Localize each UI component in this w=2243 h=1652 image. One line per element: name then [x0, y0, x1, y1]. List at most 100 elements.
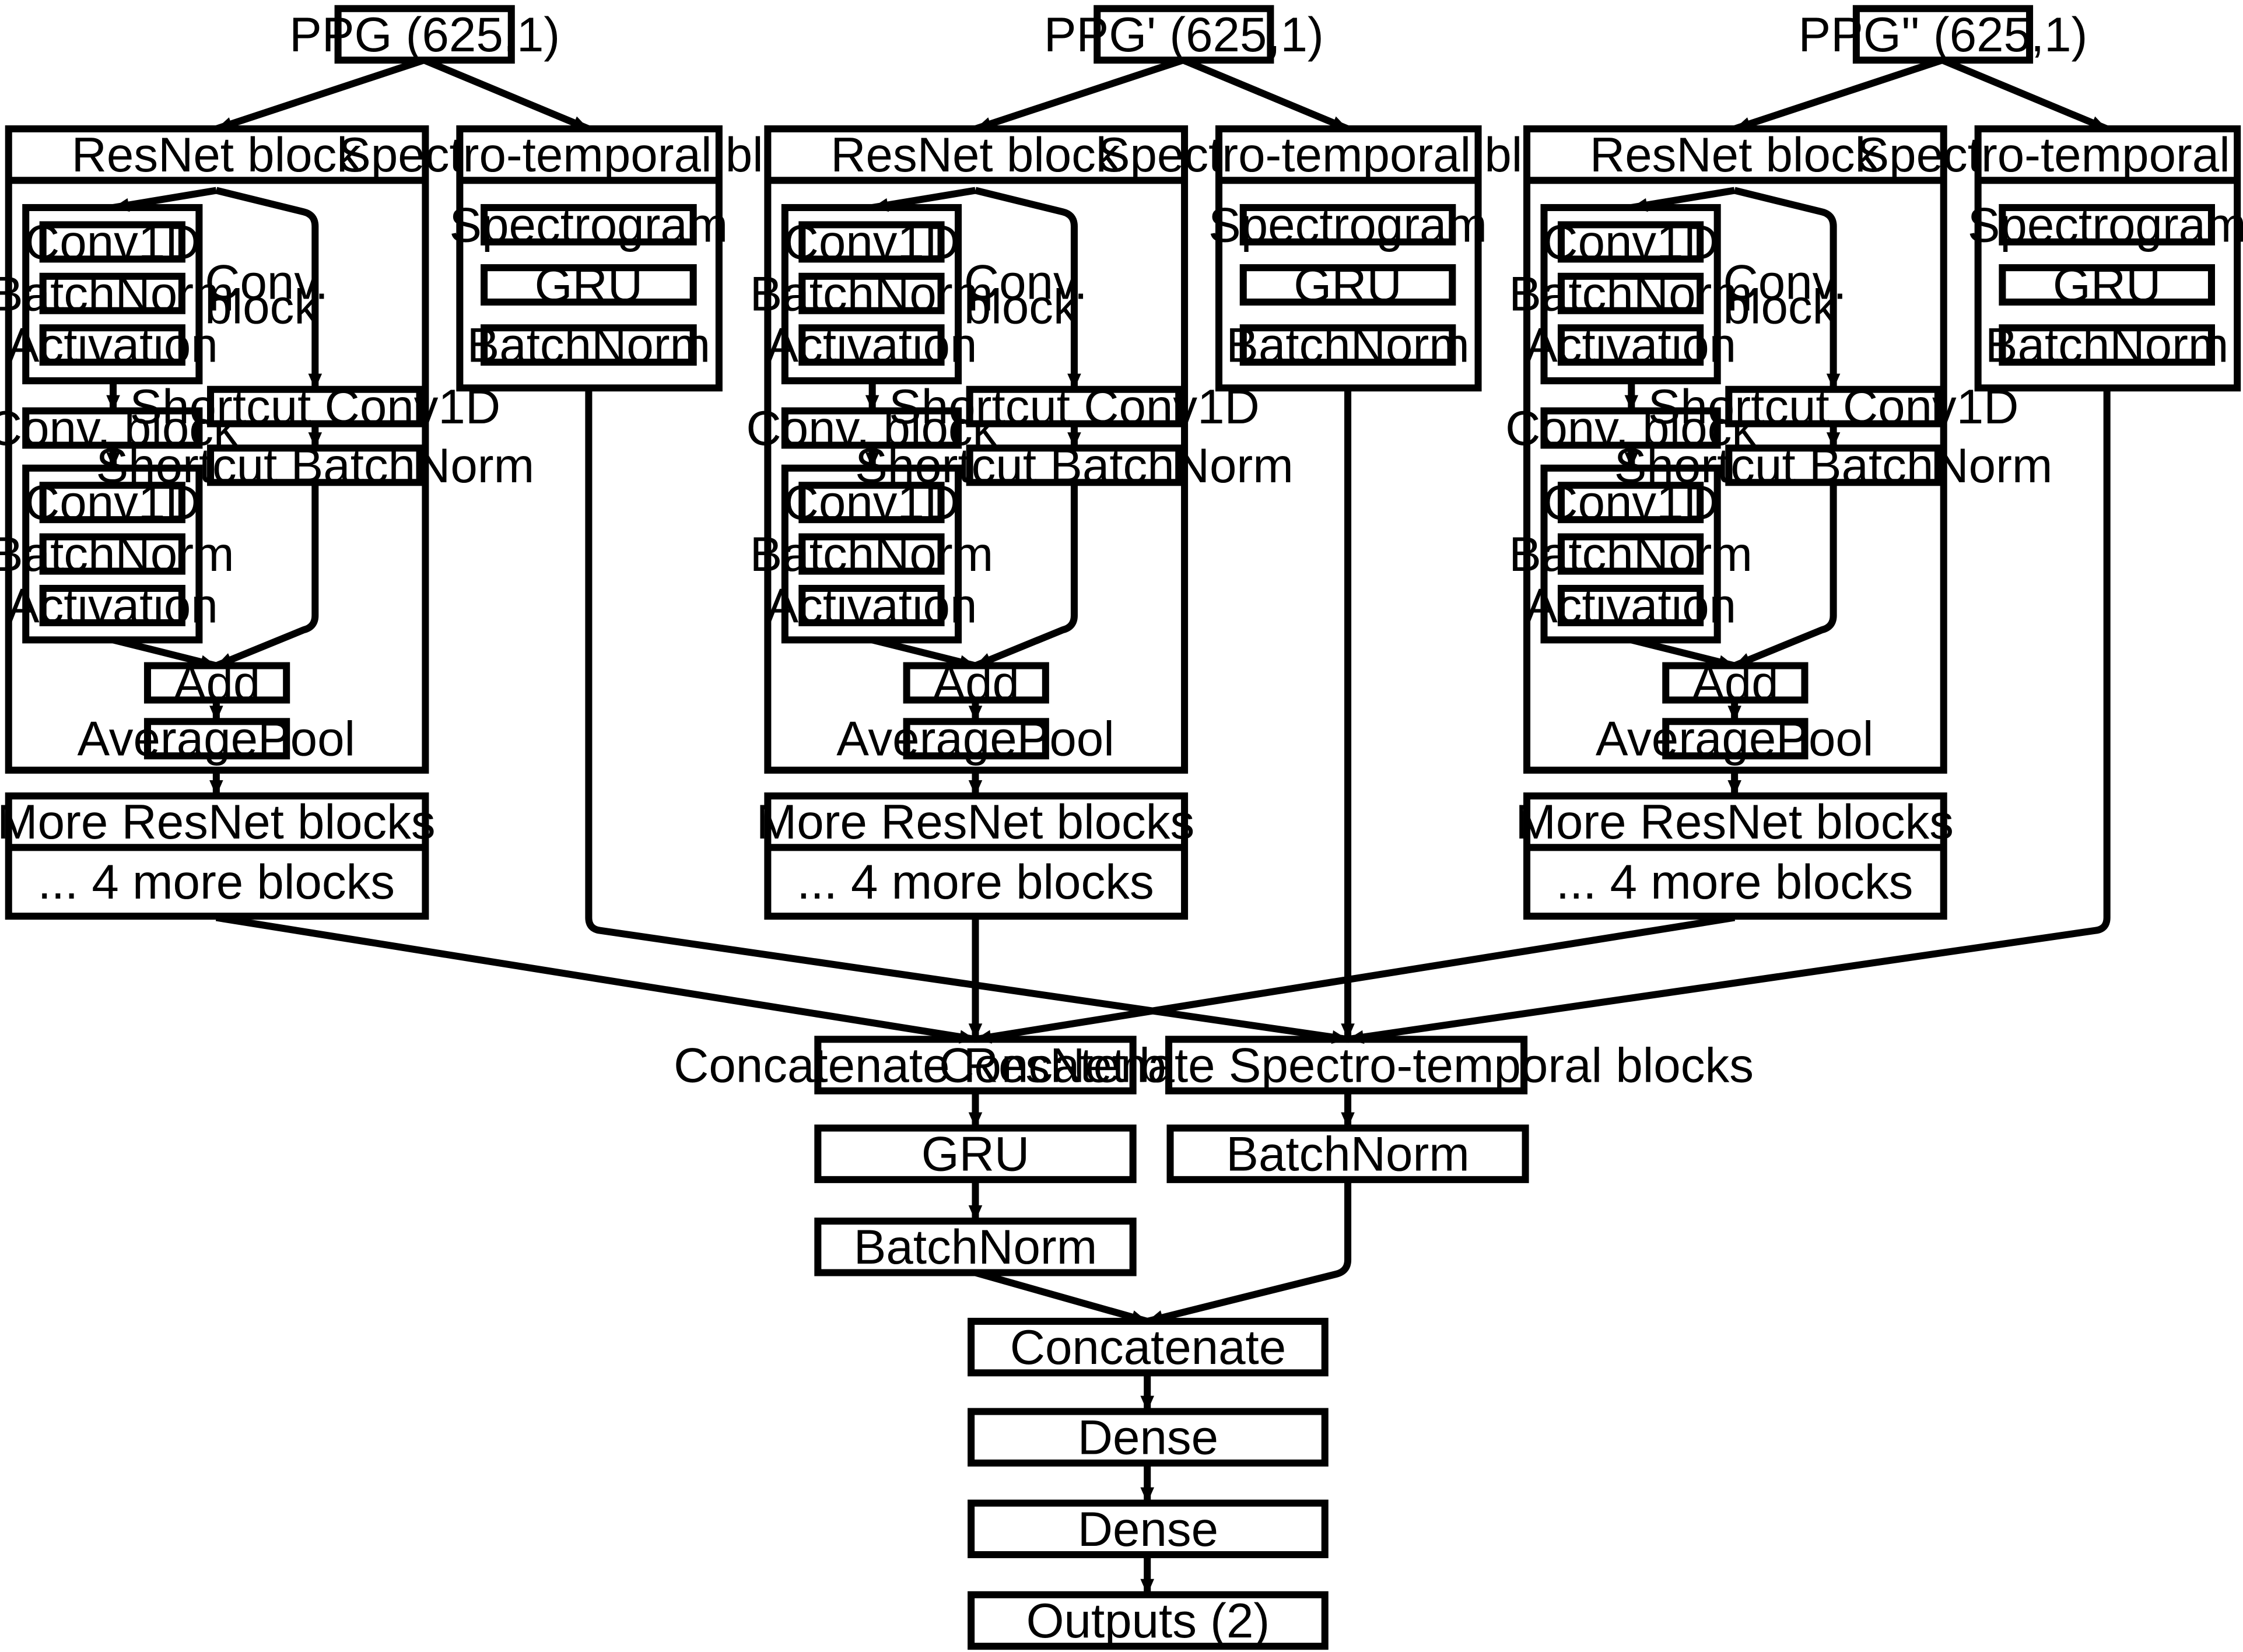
branch-1-edge-title-conv — [113, 187, 217, 211]
branch-1-edge-title-conv-head — [113, 198, 130, 212]
branch-2-conv-block-note-2: block — [964, 279, 1078, 334]
branch-2-input — [1094, 5, 1274, 64]
branch-1-edge-input-resnet — [215, 57, 425, 132]
branch-2-edge-title-shortcut-head — [1067, 373, 1081, 390]
branch-3-edge-shortbn-add-head — [1734, 653, 1752, 666]
branch-2-activation-1 — [798, 324, 945, 366]
concat-spectro-blocks-label: Concatenate Spectro-temporal blocks — [939, 1037, 1754, 1092]
branch-2-spectro-title: Spectro-temporal block — [1098, 127, 1599, 182]
branch-2-batchnorm-1 — [798, 272, 945, 314]
edge-spectro3-concat — [1347, 388, 2111, 1043]
branch-3-conv1d-2 — [1557, 482, 1704, 524]
branch-3-edge-group1-convblock-head — [1624, 395, 1639, 411]
branch-2-spectro-gru — [1239, 264, 1456, 306]
branch-1-edge-input-spectro-head — [571, 116, 589, 129]
branch-1-edge-input-resnet-head — [216, 117, 234, 131]
branch-1-activation-2 — [39, 584, 185, 626]
dense-1 — [968, 1408, 1329, 1467]
branch-1-conv-block-note-2: block — [205, 279, 318, 334]
branch-1-spectrogram-label: Spectrogram — [449, 197, 728, 252]
edge-spectro1-concat — [585, 388, 1348, 1043]
branch-2-edge-title-conv-head — [872, 198, 889, 212]
branch-1-activation-1-label: Activation — [7, 318, 218, 373]
branch-3-edge-title-conv — [1631, 187, 1736, 211]
branch-1-edge-add-pool-head — [209, 706, 223, 722]
branch-3-spectro-gru — [1999, 264, 2215, 306]
branch-3-edge-title-conv-head — [1631, 198, 1648, 212]
branch-1-edge-shortbn-add — [215, 482, 319, 669]
branch-3-edge-group2-add — [1630, 636, 1736, 669]
branch-3-spectrogram-label: Spectrogram — [1968, 197, 2243, 252]
concat-resnet-blocks — [814, 1036, 1137, 1095]
merge-gru-label: GRU — [921, 1127, 1030, 1181]
edge-concatspec-bn-head — [1341, 1112, 1355, 1128]
branch-2-spectro-gru-label: GRU — [1294, 258, 1402, 313]
branch-3-batchnorm-1-label: BatchNorm — [1509, 266, 1753, 321]
branch-1-edge-title-shortcut-head — [308, 373, 323, 390]
branch-2-resnet-title: ResNet block — [830, 127, 1120, 182]
branch-1-conv-block-note-1: Conv. — [205, 255, 328, 310]
branch-2-edge-group2-add — [871, 636, 976, 669]
branch-2-edge-shortbn-add-head — [975, 653, 993, 666]
branch-2-conv1d-1 — [798, 221, 945, 263]
branch-3-averagepool — [1662, 718, 1809, 760]
branch-2-edge-group1-convblock-head — [865, 395, 879, 411]
branch-1-edge-shortbn-add-head — [216, 653, 234, 666]
branch-2-input-label: PPG' (625,1) — [1044, 7, 1324, 62]
branch-1-spectro-batchnorm — [481, 324, 697, 366]
edge-bnright-concat-head — [1147, 1310, 1165, 1324]
branch-3-edge-title-shortcut — [1733, 187, 1837, 390]
dense-2-label: Dense — [1078, 1502, 1218, 1556]
branch-3-edge-add-pool-head — [1727, 706, 1741, 722]
branch-3-edge-convblock-group2-head — [1624, 452, 1639, 468]
branch-3-edge-shortbn-add — [1733, 482, 1837, 669]
branch-3-edge-shortconv-shortbn-head — [1826, 432, 1841, 448]
branch-3-batchnorm-2-label: BatchNorm — [1509, 527, 1753, 581]
branch-1-edge-group1-convblock-head — [106, 395, 120, 411]
branch-3-conv1d-1 — [1557, 221, 1704, 263]
branch-2-activation-2 — [798, 584, 945, 626]
edge-resnet2-concat-head — [968, 1023, 983, 1040]
branch-3-spectro-gru-label: GRU — [2053, 258, 2161, 313]
branch-3-spectrogram — [1999, 204, 2215, 245]
branch-3-input-label: PPG'' (625,1) — [1799, 7, 2088, 62]
branch-2-conv1d-1-label: Conv1D — [784, 215, 960, 269]
branch-3-input — [1852, 5, 2034, 64]
branch-1-more-sub: ... 4 more blocks — [38, 854, 395, 909]
branch-2-edge-input-resnet-head — [975, 117, 993, 131]
branch-1-batchnorm-1-label: BatchNorm — [0, 266, 234, 321]
branch-1-more-title: More ResNet blocks — [0, 794, 436, 849]
branch-1-spectro-gru-label: GRU — [535, 258, 643, 313]
branch-1-edge-resnet-more-head — [209, 780, 223, 796]
branch-3-activation-1 — [1557, 324, 1704, 366]
branch-2-batchnorm-1-label: BatchNorm — [750, 266, 994, 321]
branch-2-conv1d-2 — [798, 482, 945, 524]
edge-spectro3-concat-head — [1348, 1030, 1365, 1044]
branch-3-activation-2-label: Activation — [1525, 578, 1736, 633]
branch-2-spectro-batchnorm — [1239, 324, 1456, 366]
branch-3-activation-2 — [1557, 584, 1704, 626]
branch-2-spectrogram — [1239, 204, 1456, 245]
edge-spectro1-concat-head — [1331, 1030, 1348, 1044]
branch-1-batchnorm-1 — [39, 272, 185, 314]
branch-2-edge-group2-add-head — [958, 655, 976, 669]
branch-3-edge-group2-add-head — [1718, 655, 1735, 669]
merge-batchnorm-left — [814, 1218, 1137, 1276]
merge-batchnorm-right-label: BatchNorm — [1226, 1127, 1470, 1181]
edge-resnet3-concat — [975, 914, 1736, 1043]
branch-1-spectro-batchnorm-label: BatchNorm — [467, 318, 711, 373]
branch-1-conv1d-2 — [39, 482, 185, 524]
branch-1-spectrogram — [481, 204, 697, 245]
edge-bnright-concat — [1146, 1179, 1352, 1325]
branch-2-add — [903, 662, 1049, 704]
edge-resnet1-concat — [215, 914, 976, 1043]
branch-2-edge-input-resnet — [974, 57, 1184, 132]
branch-1-batchnorm-2 — [39, 533, 185, 575]
branch-2-conv1d-2-label: Conv1D — [784, 475, 960, 530]
branch-3-conv1d-1-label: Conv1D — [1543, 215, 1719, 269]
branch-3-spectro-batchnorm-label: BatchNorm — [1985, 318, 2229, 373]
branch-3-more-title: More ResNet blocks — [1515, 794, 1954, 849]
branch-2-edge-convblock-group2-head — [865, 452, 879, 468]
